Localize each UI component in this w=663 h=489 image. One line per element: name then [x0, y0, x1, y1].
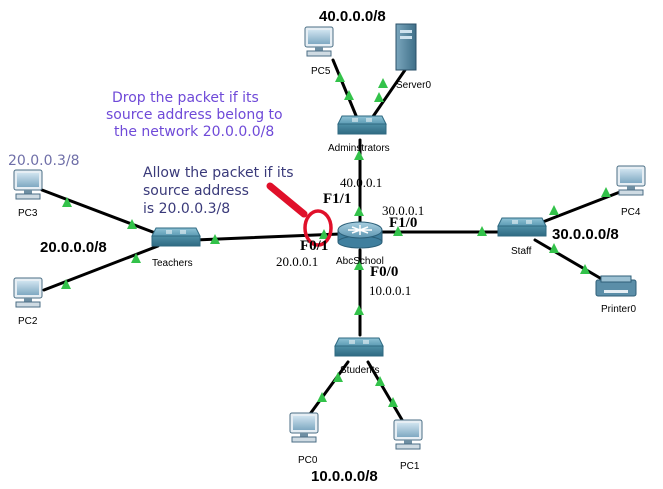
- status-up-icon: [477, 226, 487, 236]
- link-pc2-teachers: [42, 244, 160, 292]
- status-up-icon: [317, 392, 327, 402]
- router-icon: [337, 221, 383, 249]
- server-icon: [395, 23, 417, 71]
- annotation-allow: Allow the packet if its source address i…: [143, 165, 294, 217]
- pc-icon: [289, 412, 319, 443]
- link-printer-staff: [533, 238, 602, 280]
- device-label-printer0: Printer0: [601, 304, 637, 315]
- ip-label-f11: 40.0.0.1: [340, 175, 383, 190]
- status-up-icon: [61, 279, 71, 289]
- status-up-icon: [354, 150, 364, 160]
- annotation-drop: Drop the packet if its source address be…: [106, 90, 283, 140]
- status-up-icon: [354, 260, 364, 270]
- status-up-icon: [127, 219, 137, 229]
- network-label-teachers: 20.0.0.0/8: [40, 239, 107, 256]
- status-up-icon: [388, 397, 398, 407]
- network-label-staff: 30.0.0.0/8: [552, 226, 619, 243]
- link-pc3-teachers: [40, 188, 160, 236]
- status-up-icon: [378, 78, 388, 88]
- status-up-icon: [580, 264, 590, 274]
- pc-icon: [393, 419, 423, 450]
- ip-label-f01: 20.0.0.1: [276, 254, 319, 269]
- device-label-pc0: PC0: [298, 455, 318, 466]
- status-up-icon: [549, 243, 559, 253]
- status-up-icon: [374, 92, 384, 102]
- status-up-icon: [549, 205, 559, 215]
- device-label-pc2: PC2: [18, 316, 38, 327]
- pc-icon: [13, 169, 43, 200]
- port-label-f00: F0/0: [370, 264, 399, 280]
- highlight-pointer-stroke: [266, 182, 308, 218]
- status-up-icon: [131, 253, 141, 263]
- status-up-icon: [354, 305, 364, 315]
- link-status-indicators: [61, 72, 611, 407]
- status-up-icon: [601, 187, 611, 197]
- status-up-icon: [319, 229, 329, 239]
- switch-icon: [497, 217, 547, 237]
- device-label-adminstrators: Adminstrators: [328, 143, 390, 154]
- port-label-f01: F0/1: [300, 238, 329, 254]
- pc3-ip-label: 20.0.0.3/8: [8, 153, 80, 169]
- device-label-teachers: Teachers: [152, 258, 193, 269]
- link-teachers-router: [193, 232, 342, 242]
- link-pc1-students: [366, 360, 410, 432]
- device-label-server0: Server0: [396, 80, 432, 91]
- status-up-icon: [335, 72, 345, 82]
- status-up-icon: [344, 90, 354, 100]
- link-server0-admin: [370, 68, 407, 120]
- port-label-f11: F1/1: [323, 191, 352, 207]
- highlight-circle: [303, 209, 333, 247]
- port-label-f10: F1/0: [389, 215, 418, 231]
- ip-label-f00: 10.0.0.1: [369, 283, 412, 298]
- status-up-icon: [393, 226, 403, 236]
- status-up-icon: [62, 197, 72, 207]
- status-up-icon: [210, 234, 220, 244]
- device-label-pc4: PC4: [621, 207, 641, 218]
- link-pc5-admin: [331, 58, 359, 120]
- network-label-students: 10.0.0.0/8: [311, 468, 378, 485]
- link-pc4-staff: [533, 190, 622, 227]
- device-label-staff: Staff: [511, 246, 532, 257]
- device-label-pc5: PC5: [311, 66, 331, 77]
- pc-icon: [304, 26, 334, 57]
- status-up-icon: [354, 206, 364, 216]
- device-label-students: Students: [340, 365, 380, 376]
- pc-icon: [616, 165, 646, 196]
- switch-icon: [337, 115, 387, 135]
- pc-icon: [13, 277, 43, 308]
- switch-icon: [151, 227, 201, 247]
- ip-label-f10: 30.0.0.1: [382, 203, 425, 218]
- status-up-icon: [333, 372, 343, 382]
- network-label-admin: 40.0.0.0/8: [319, 8, 386, 25]
- device-label-pc3: PC3: [18, 208, 38, 219]
- switch-icon: [334, 337, 384, 357]
- device-label-pc1: PC1: [400, 461, 420, 472]
- device-label-abcschool: AbcSchool: [336, 256, 384, 267]
- status-up-icon: [375, 376, 385, 386]
- printer-icon: [595, 275, 637, 297]
